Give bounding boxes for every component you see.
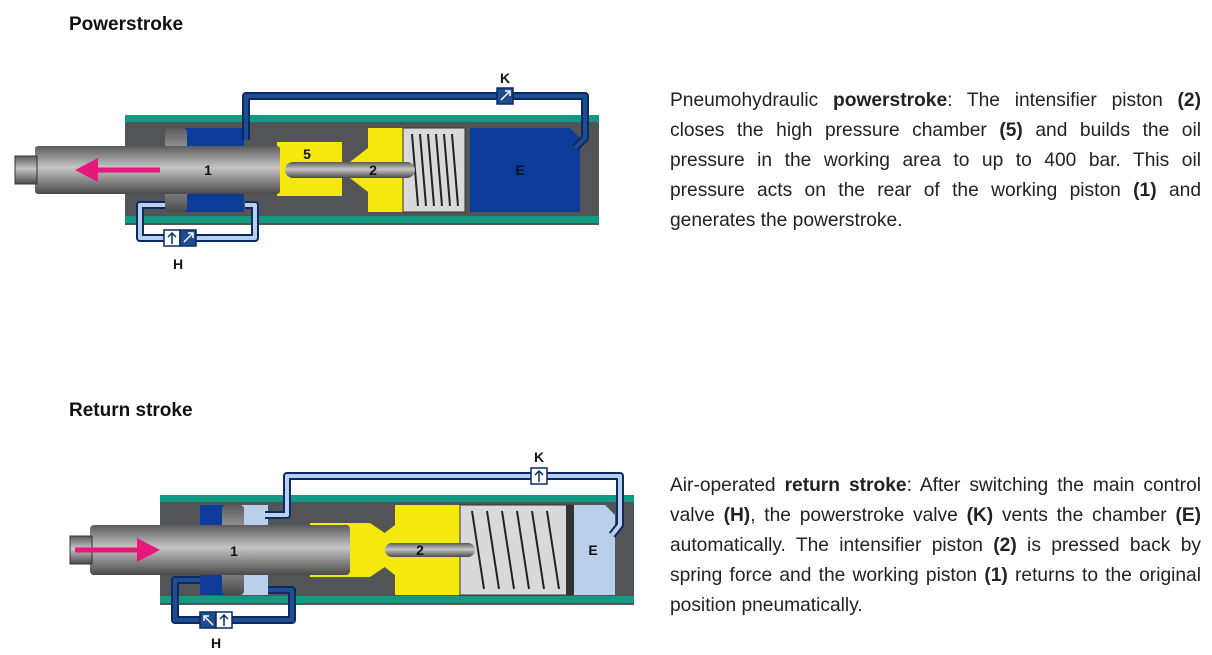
bottom-band [125, 216, 599, 223]
chamber-e [470, 128, 580, 212]
description-bold-term: (2) [1177, 90, 1201, 111]
description-bold-term: (1) [1133, 180, 1157, 201]
air-line-h [171, 576, 296, 624]
working-piston-rod [90, 525, 350, 575]
description-text: and builds the oil pressure in the worki… [670, 120, 1201, 201]
description-text: Pneumohydraulic [670, 90, 834, 111]
top-band [125, 115, 599, 122]
description-text: : After switching the main control valve [670, 475, 1202, 526]
description-bold-term: (K) [966, 505, 994, 526]
description-text: Air-operated [670, 475, 785, 496]
description-text: is pressed back by spring force and the … [670, 535, 1201, 586]
description-text: and generates the powerstroke. [670, 180, 1201, 231]
description-bold-term: (5) [999, 120, 1023, 141]
description-text: automatically. The intensifier piston [670, 535, 994, 556]
top-band [160, 495, 634, 502]
return-stroke-diagram: K H 1 2 E [69, 449, 634, 651]
label-piston-2: 2 [369, 162, 377, 178]
description-text: vents the chamber [993, 505, 1176, 526]
spring-plate [566, 505, 574, 595]
description-text: closes the high pressure chamber [670, 120, 1000, 141]
powerstroke-diagram: K H 1 5 2 E [14, 70, 599, 272]
label-k: K [500, 70, 510, 86]
description-text: : The intensifier piston [947, 90, 1178, 111]
label-k: K [534, 449, 544, 465]
label-chamber-5: 5 [303, 146, 311, 162]
bottom-band [160, 596, 634, 603]
label-piston-2: 2 [416, 542, 424, 558]
description-text: , the powerstroke valve [750, 505, 967, 526]
motion-arrow [75, 158, 160, 182]
section-title-powerstroke: Powerstroke [69, 14, 184, 35]
powerstroke-description: Pneumohydraulic powerstroke: The intensi… [670, 86, 1201, 236]
label-h: H [173, 256, 183, 272]
spring-chamber [459, 504, 573, 596]
chamber-e [574, 505, 615, 595]
air-line-h [136, 201, 259, 242]
label-piston-1: 1 [204, 162, 212, 178]
description-bold-term: (E) [1175, 505, 1202, 526]
air-line-k [242, 92, 589, 151]
valve-k-icon [496, 87, 514, 105]
description-bold-term: powerstroke [833, 90, 948, 111]
description-bold-term: (H) [723, 505, 751, 526]
spring [471, 510, 560, 590]
description-bold-term: (1) [984, 565, 1008, 586]
description-bold-term: return stroke [784, 475, 907, 496]
label-piston-1: 1 [230, 543, 238, 559]
section-title-return-stroke: Return stroke [69, 400, 193, 421]
valve-k-icon [530, 467, 548, 485]
piston-rod-tip [14, 155, 38, 185]
valve-h-icon [199, 611, 233, 629]
intensifier-rod [385, 543, 475, 557]
valve-h-icon [163, 229, 197, 247]
label-chamber-e: E [515, 162, 524, 178]
label-h: H [211, 635, 221, 651]
description-text: returns to the original position pneumat… [670, 565, 1201, 616]
return-stroke-description: Air-operated return stroke: After switch… [670, 471, 1201, 621]
description-bold-term: (2) [993, 535, 1017, 556]
intensifier-rod [285, 162, 415, 178]
motion-arrow [75, 538, 160, 562]
label-chamber-e: E [588, 542, 597, 558]
air-line-k [265, 472, 624, 538]
